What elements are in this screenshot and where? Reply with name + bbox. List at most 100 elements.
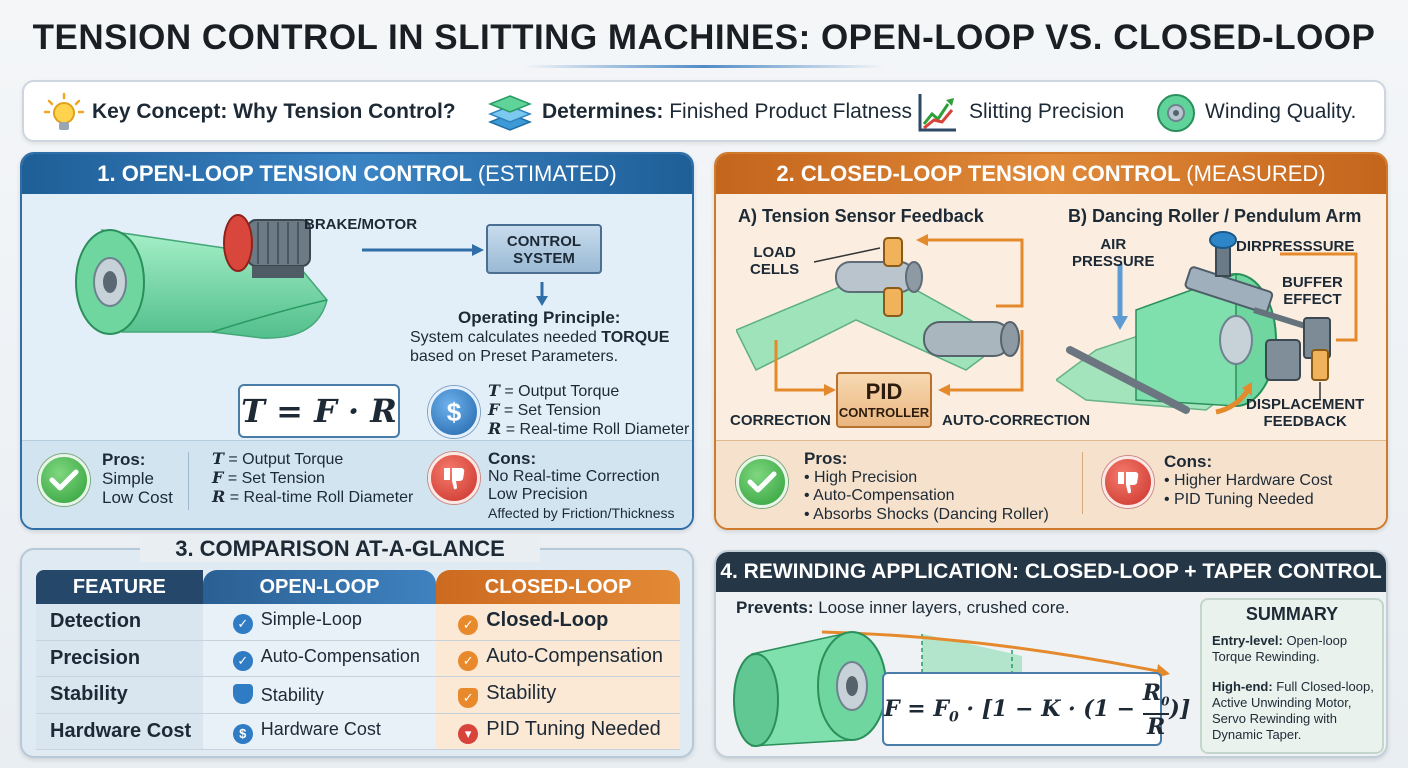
cons-thumbs-down-icon xyxy=(1102,456,1154,508)
legend-f: = Set Tension xyxy=(227,470,325,487)
open-cell: Hardware Cost xyxy=(260,718,381,739)
check-icon: ✓ xyxy=(232,650,253,671)
principle-title: Operating Principle: xyxy=(458,308,621,327)
buffer-effect-label: BUFFER EFFECT xyxy=(1282,274,1343,308)
brake-motor-icon xyxy=(223,214,311,278)
closed-loop-cons: Cons: • Higher Hardware Cost • PID Tunin… xyxy=(1164,452,1332,509)
high-label: High-end: xyxy=(1212,679,1273,694)
high-text: Dynamic Taper. xyxy=(1212,727,1302,742)
pros-check-icon xyxy=(736,456,788,508)
col-feature: FEATURE xyxy=(36,570,203,604)
sensor-feedback-illustration xyxy=(736,234,1024,396)
taper-rewind-illustration xyxy=(733,630,1170,747)
closed-cell: Auto-Compensation xyxy=(486,645,663,668)
air-pressure-label: AIR PRESSURE xyxy=(1072,236,1155,270)
roll-icon xyxy=(1157,94,1195,132)
rising-chart-icon xyxy=(918,94,956,132)
high-text: Full Closed-loop, xyxy=(1276,679,1374,694)
closed-loop-heading-text: 2. CLOSED-LOOP TENSION CONTROL xyxy=(776,161,1181,186)
feature-cell: Detection xyxy=(36,604,203,641)
displacement-line1: DISPLACEMENT xyxy=(1246,396,1365,413)
closed-pro-item: • Absorbs Shocks (Dancing Roller) xyxy=(804,505,1049,523)
page-title: TENSION CONTROL IN SLITTING MACHINES: OP… xyxy=(32,18,1376,57)
open-con-item: Affected by Friction/Thickness xyxy=(488,505,675,521)
pid-controller-box: PID CONTROLLER xyxy=(836,372,932,428)
table-row: Detection ✓Simple-Loop ✓Closed-Loop xyxy=(36,604,680,641)
open-pro-item: Low Cost xyxy=(102,488,173,507)
dirpressure-label: DIRPRESSSURE xyxy=(1236,238,1355,255)
closed-pros-title: Pros: xyxy=(804,449,848,468)
open-loop-cons: Cons: No Real-time Correction Low Precis… xyxy=(488,450,674,522)
prevents-value: Loose inner layers, crushed core. xyxy=(818,598,1070,617)
high-text: Active Unwinding Motor, xyxy=(1212,695,1352,710)
summary-box: SUMMARY Entry-level: Open-loop Torque Re… xyxy=(1200,598,1384,754)
summary-high: High-end: Full Closed-loop, Active Unwin… xyxy=(1202,665,1382,743)
winding-item: Winding Quality. xyxy=(1205,100,1357,123)
buffer-line2: EFFECT xyxy=(1283,291,1342,308)
control-system-line2: SYSTEM xyxy=(513,250,575,267)
table-row: Stability Stability ✓Stability xyxy=(36,677,680,714)
principle-line1: System calculates needed xyxy=(410,329,597,346)
open-loop-panel: 1. OPEN-LOOP TENSION CONTROL (ESTIMATED)… xyxy=(20,152,694,530)
closed-pro-item: • High Precision xyxy=(804,468,918,486)
open-cell: Auto-Compensation xyxy=(260,645,420,666)
open-con-item: Low Precision xyxy=(488,486,588,503)
closed-loop-panel: 2. CLOSED-LOOP TENSION CONTROL (MEASURED… xyxy=(714,152,1388,530)
key-concept-bar: Key Concept: Why Tension Control? Determ… xyxy=(22,80,1386,142)
layers-icon xyxy=(488,95,532,131)
summary-entry: Entry-level: Open-loop Torque Rewinding. xyxy=(1202,625,1382,665)
open-cell: Simple-Loop xyxy=(260,609,362,630)
prevents-label: Prevents: xyxy=(736,598,814,617)
prevents-text: Prevents: Loose inner layers, crushed co… xyxy=(736,598,1070,618)
load-cells-label: LOAD CELLS xyxy=(750,244,799,278)
legend-r: = Real-time Roll Diameter xyxy=(505,421,690,438)
entry-text: Open-loop xyxy=(1286,633,1348,648)
check-icon: ✓ xyxy=(458,614,479,635)
control-system-line1: CONTROL xyxy=(506,233,582,250)
air-line2: PRESSURE xyxy=(1072,253,1155,270)
closed-con-item: • Higher Hardware Cost xyxy=(1164,472,1333,489)
entry-label: Entry-level: xyxy=(1212,633,1283,648)
summary-title: SUMMARY xyxy=(1245,604,1339,624)
closed-cell: Closed-Loop xyxy=(486,608,609,631)
load-cells-line1: LOAD xyxy=(753,244,796,261)
principle-line2: based on Preset Parameters. xyxy=(410,348,619,365)
load-cells-line2: CELLS xyxy=(750,261,800,278)
correction-label: CORRECTION xyxy=(730,412,831,429)
pid-line1: PID xyxy=(865,379,903,404)
open-con-item: No Real-time Correction xyxy=(488,468,660,485)
comparison-panel: FEATURE OPEN-LOOP CLOSED-LOOP Detection … xyxy=(20,548,694,758)
auto-correction-label: AUTO-CORRECTION xyxy=(942,412,1091,429)
dollar-icon: $ xyxy=(428,386,480,438)
determines-text: Determines: Finished Product Flatness xyxy=(542,100,912,124)
open-loop-heading: 1. OPEN-LOOP TENSION CONTROL (ESTIMATED) xyxy=(22,154,692,194)
comparison-heading: 3. COMPARISON AT-A-GLANCE xyxy=(140,536,540,562)
closed-cell: PID Tuning Needed xyxy=(486,718,661,741)
entry-text: Torque Rewinding. xyxy=(1212,649,1320,664)
title-divider xyxy=(524,65,884,68)
legend-f: = Set Tension xyxy=(503,402,601,419)
shield-icon xyxy=(232,683,253,704)
dancing-roller-illustration xyxy=(1056,231,1358,415)
open-pro-item: Simple xyxy=(102,469,154,488)
lightbulb-icon xyxy=(44,92,84,130)
rewinding-panel: 4. REWINDING APPLICATION: CLOSED-LOOP + … xyxy=(714,550,1388,758)
principle-text: System calculates needed TORQUE based on… xyxy=(410,328,669,366)
closed-cell: Stability xyxy=(486,681,557,704)
closed-loop-heading-tag: (MEASURED) xyxy=(1186,161,1326,186)
open-loop-arrows xyxy=(362,244,548,306)
open-cell: Stability xyxy=(260,684,324,705)
torque-formula: T = F · R xyxy=(238,384,400,438)
table-row: Hardware Cost $Hardware Cost ▾PID Tuning… xyxy=(36,713,680,750)
displacement-line2: FEEDBACK xyxy=(1263,413,1347,430)
legend-r: = Real-time Roll Diameter xyxy=(229,489,414,506)
air-line1: AIR xyxy=(1100,236,1127,253)
legend-t: = Output Torque xyxy=(504,383,620,400)
open-pros-title: Pros: xyxy=(102,450,146,469)
open-loop-proscons-strip xyxy=(22,440,692,528)
strip-divider xyxy=(188,452,189,510)
pros-check-icon xyxy=(38,454,90,506)
open-loop-heading-text: 1. OPEN-LOOP TENSION CONTROL xyxy=(97,161,472,186)
control-system-box: CONTROL SYSTEM xyxy=(486,224,602,274)
dollar-icon: $ xyxy=(232,723,253,744)
